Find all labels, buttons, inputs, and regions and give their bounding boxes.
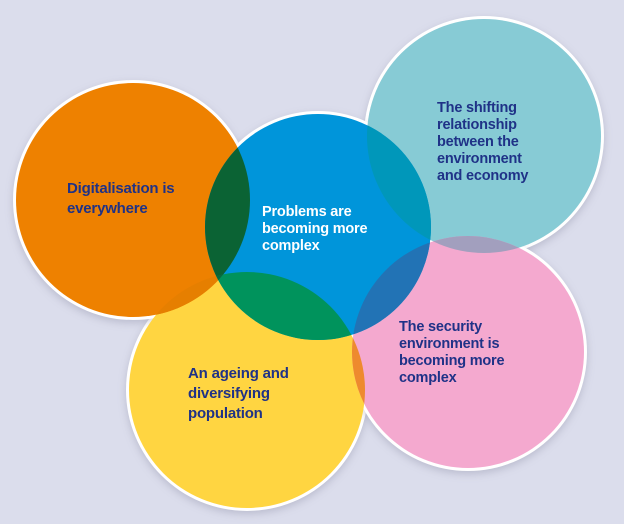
label-ageing-population: An ageing and diversifying population bbox=[188, 365, 289, 422]
circle-security bbox=[352, 236, 584, 468]
label-security: The security environment is becoming mor… bbox=[399, 319, 505, 386]
overlap-problems-environment bbox=[367, 114, 431, 253]
label-problems: Problems are becoming more complex bbox=[262, 204, 368, 254]
overlap-problems-ageing bbox=[205, 272, 365, 340]
overlap-problems-security bbox=[352, 236, 431, 340]
label-digitalisation: Digitalisation is everywhere bbox=[67, 180, 175, 217]
label-environment-economy: The shifting relationship between the en… bbox=[437, 100, 529, 184]
circle-digitalisation bbox=[16, 83, 250, 317]
